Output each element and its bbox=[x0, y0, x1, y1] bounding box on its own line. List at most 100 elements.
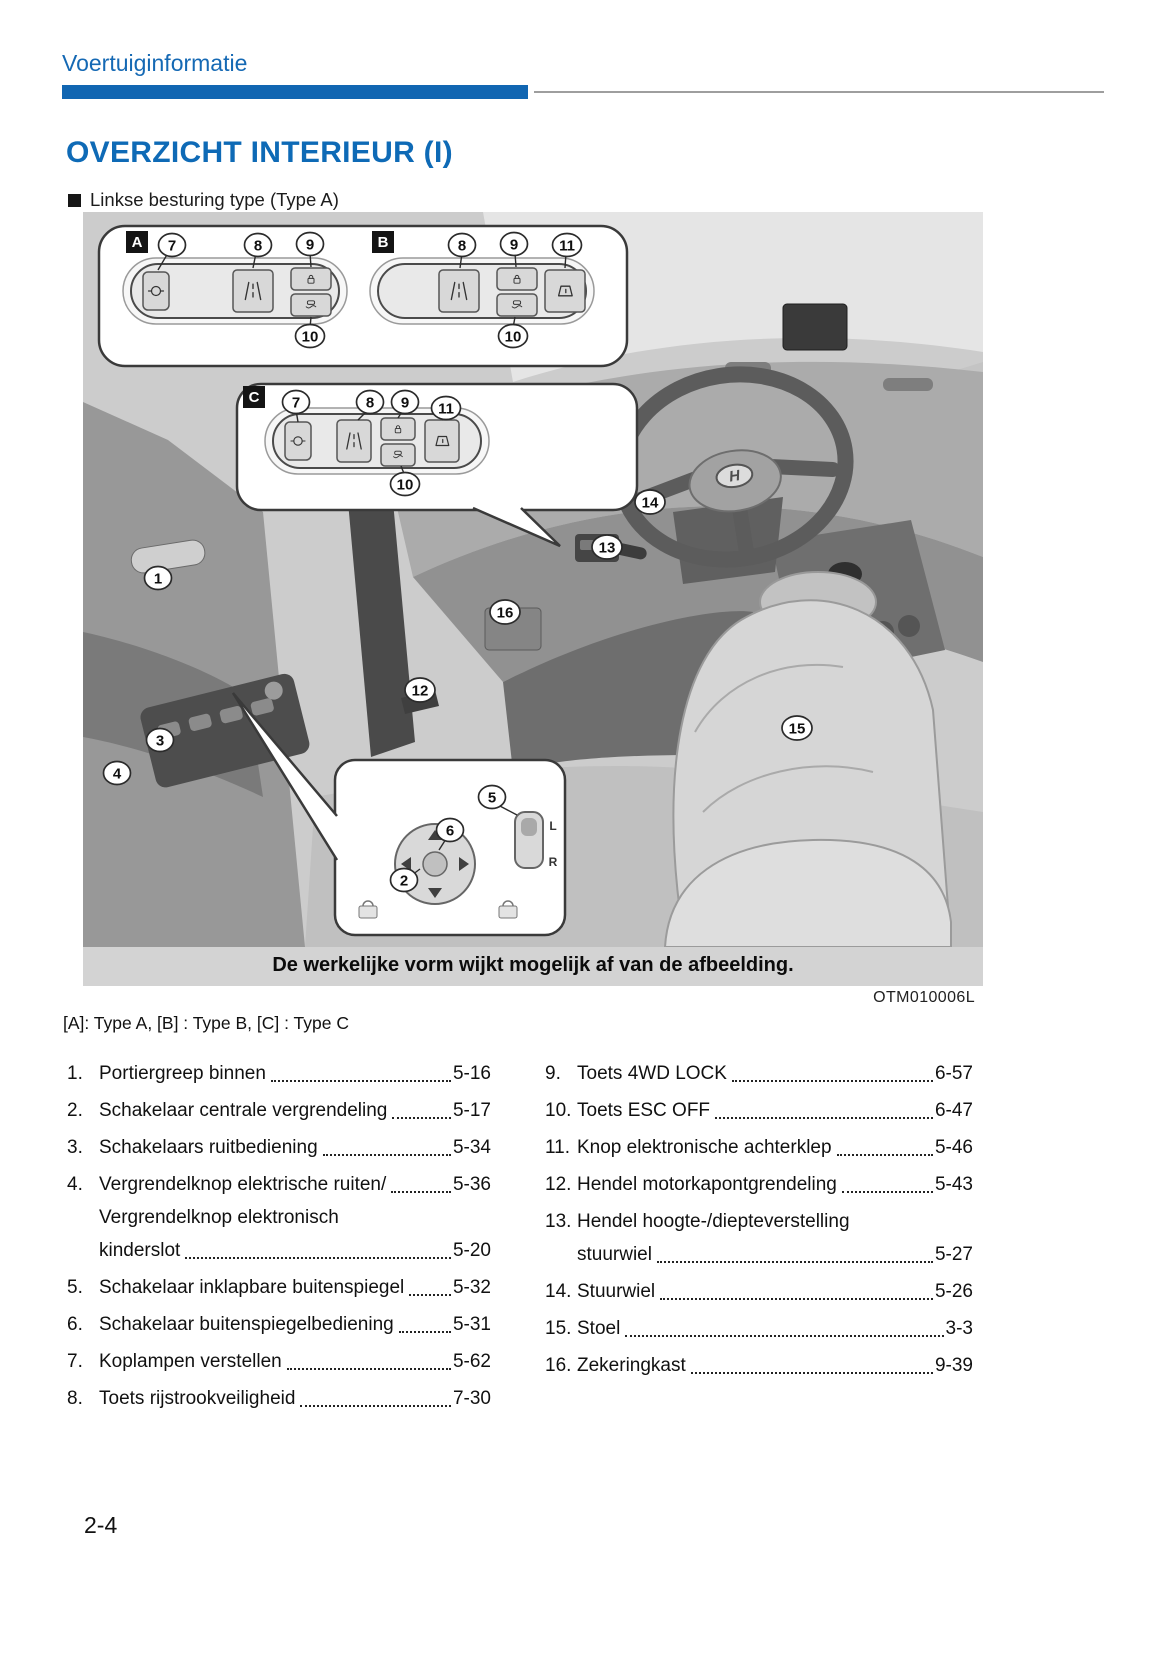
headlamp-level-switch bbox=[284, 421, 312, 461]
legend-page-ref: 5-26 bbox=[934, 1281, 973, 1302]
callout-9: 9 bbox=[390, 389, 420, 415]
mirror-right-label: R bbox=[549, 855, 558, 869]
esc-off-button bbox=[290, 293, 332, 317]
headlamp-level-switch bbox=[142, 271, 170, 311]
svg-text:8: 8 bbox=[366, 395, 374, 412]
svg-text:10: 10 bbox=[302, 329, 319, 346]
mirror-knob-center bbox=[422, 851, 448, 877]
legend-page-ref: 5-27 bbox=[934, 1244, 973, 1265]
callout-9: 9 bbox=[295, 231, 325, 257]
svg-text:9: 9 bbox=[510, 237, 518, 254]
tailgate-button bbox=[544, 269, 586, 313]
arrow-down-icon bbox=[428, 888, 442, 898]
bubble-tail bbox=[472, 506, 561, 548]
dot-leader bbox=[731, 1080, 933, 1082]
legend-item-number: 15. bbox=[545, 1318, 572, 1339]
page-title: OVERZICHT INTERIEUR (I) bbox=[66, 136, 453, 169]
callout-14: 14 bbox=[634, 489, 666, 515]
4wd-lock-button bbox=[290, 267, 332, 291]
switch-panel-b: B 8 9 11 10 bbox=[369, 231, 595, 349]
legend-item-label: Toets ESC OFF bbox=[577, 1100, 711, 1121]
legend-page-ref: 5-17 bbox=[452, 1100, 491, 1121]
type-note: [A]: Type A, [B] : Type B, [C] : Type C bbox=[63, 1013, 349, 1033]
type-a-label: A bbox=[132, 234, 143, 251]
svg-text:7: 7 bbox=[168, 238, 176, 255]
dot-leader bbox=[841, 1191, 933, 1193]
legend-item: 4.Vergrendelknop elektrische ruiten/5-36… bbox=[67, 1171, 491, 1265]
type-c-label: C bbox=[249, 389, 260, 406]
interior-illustration: H bbox=[83, 212, 983, 947]
dot-leader bbox=[322, 1154, 451, 1156]
svg-text:10: 10 bbox=[505, 329, 522, 346]
legend-item-number: 5. bbox=[67, 1277, 83, 1298]
dot-leader bbox=[836, 1154, 933, 1156]
arrow-left-icon bbox=[401, 857, 411, 871]
legend-item-label: Toets rijstrookveiligheid bbox=[99, 1388, 296, 1409]
legend-page-ref: 5-36 bbox=[452, 1174, 491, 1195]
dot-leader bbox=[625, 1335, 944, 1337]
legend-item-number: 6. bbox=[67, 1314, 83, 1335]
dot-leader bbox=[300, 1405, 451, 1407]
switch-panel-a: A 7 8 9 10 bbox=[122, 231, 348, 349]
svg-text:15: 15 bbox=[789, 721, 806, 738]
svg-text:7: 7 bbox=[292, 395, 300, 412]
figure-box: H bbox=[83, 212, 983, 986]
legend-item-number: 11. bbox=[545, 1137, 571, 1158]
arrow-right-icon bbox=[459, 857, 469, 871]
callout-11: 11 bbox=[430, 395, 462, 421]
type-b-tag bbox=[372, 231, 394, 253]
figure-variant-row: Linkse besturing type (Type A) bbox=[68, 189, 339, 211]
legend-item-number: 4. bbox=[67, 1174, 83, 1195]
legend-page-ref: 6-57 bbox=[934, 1063, 973, 1084]
dot-leader bbox=[185, 1257, 451, 1259]
callout-13: 13 bbox=[591, 534, 623, 560]
mirror-left-label: L bbox=[549, 819, 556, 833]
callout-4: 4 bbox=[102, 760, 132, 786]
legend-page-ref: 5-46 bbox=[934, 1137, 973, 1158]
legend-item-label: Vergrendelknop elektronisch bbox=[99, 1207, 339, 1228]
legend-page-ref: 5-34 bbox=[452, 1137, 491, 1158]
mirror-fold-icon bbox=[358, 900, 378, 919]
legend-item-number: 13. bbox=[545, 1211, 572, 1232]
callout-8: 8 bbox=[355, 389, 385, 415]
callout-9: 9 bbox=[499, 231, 529, 257]
svg-text:8: 8 bbox=[254, 238, 262, 255]
legend-item-label: Schakelaars ruitbediening bbox=[99, 1137, 318, 1158]
svg-text:9: 9 bbox=[306, 237, 314, 254]
dot-leader bbox=[286, 1368, 451, 1370]
svg-text:13: 13 bbox=[599, 540, 616, 557]
hyundai-emblem-icon bbox=[715, 463, 754, 489]
svg-text:5: 5 bbox=[488, 790, 496, 807]
legend-item-label: stuurwiel bbox=[577, 1244, 652, 1265]
legend-item-number: 12. bbox=[545, 1174, 572, 1195]
svg-text:6: 6 bbox=[446, 823, 454, 840]
dot-leader bbox=[409, 1294, 451, 1296]
legend-item-number: 16. bbox=[545, 1355, 572, 1376]
inset-panel-c: C 7 8 9 11 10 bbox=[235, 382, 639, 548]
header-rule bbox=[534, 91, 1104, 93]
legend-item-number: 9. bbox=[545, 1063, 561, 1084]
callout-3: 3 bbox=[145, 727, 175, 753]
cupholder bbox=[898, 615, 920, 637]
legend-page-ref: 5-43 bbox=[934, 1174, 973, 1195]
svg-text:2: 2 bbox=[400, 873, 408, 890]
front-seat bbox=[663, 599, 952, 947]
callout-7: 7 bbox=[281, 389, 311, 415]
infotainment-screen bbox=[782, 303, 848, 351]
svg-text:10: 10 bbox=[397, 477, 414, 494]
figure-code: OTM010006L bbox=[873, 989, 975, 1006]
callout-8: 8 bbox=[243, 232, 273, 258]
header-accent-bar bbox=[62, 85, 528, 99]
esc-off-button bbox=[496, 293, 538, 317]
dot-leader bbox=[715, 1117, 933, 1119]
legend-item-label: Zekeringkast bbox=[577, 1355, 686, 1376]
callout-1: 1 bbox=[143, 565, 173, 591]
svg-text:3: 3 bbox=[156, 733, 164, 750]
